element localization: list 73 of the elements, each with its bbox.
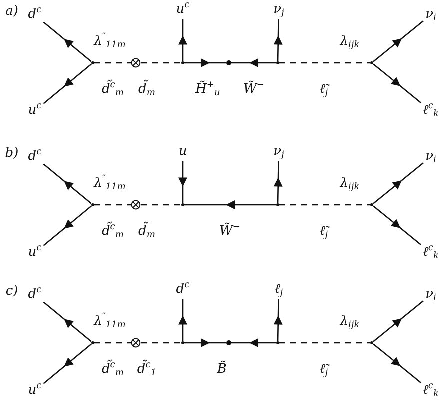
arrow — [184, 338, 226, 348]
particle-label: ℓ$_{j}$ — [272, 281, 286, 299]
coupling-label: λ$_{ijk}$ — [338, 313, 361, 331]
coupling-label: λ$_{ijk}$ — [338, 175, 361, 193]
arrow — [373, 64, 422, 104]
arrow — [178, 19, 188, 62]
crossed-circle — [131, 338, 141, 348]
arrow — [178, 161, 188, 204]
vertex-point — [370, 204, 374, 206]
crossed-circle — [131, 58, 141, 68]
edge-label: ℓ̃$_{j}$ — [318, 81, 330, 99]
vertex-point — [276, 342, 280, 344]
dashed-line — [280, 204, 370, 206]
arrow — [373, 344, 422, 384]
particle-label: u$^{c}$ — [26, 244, 44, 262]
arrow — [274, 298, 283, 342]
panel-label: b) — [4, 145, 20, 163]
particle-label: ν$_{i}$ — [424, 286, 438, 304]
panel-label: c) — [4, 283, 20, 301]
crossed-circle — [131, 200, 141, 210]
particle-label: ν$_{j}$ — [272, 1, 286, 19]
arrow — [43, 22, 92, 62]
vertex-point — [276, 204, 280, 206]
arrow — [232, 58, 276, 68]
arrow — [43, 302, 92, 342]
arrow — [373, 162, 424, 204]
dashed-line — [141, 204, 182, 206]
particle-label: u — [176, 143, 190, 161]
arrow — [274, 160, 283, 204]
vertex-dot — [226, 60, 232, 66]
dashed-line — [94, 62, 131, 64]
particle-label: u$^{c}$ — [174, 1, 192, 19]
arrow — [373, 206, 422, 246]
vertex-point — [182, 342, 184, 344]
arrow — [274, 18, 283, 62]
vertex-dot — [226, 340, 232, 346]
arrow — [373, 300, 424, 342]
arrow — [43, 164, 92, 204]
particle-label: d$^{c}$ — [26, 148, 44, 166]
vertex-point — [182, 204, 184, 206]
particle-label: u$^{c}$ — [26, 382, 44, 400]
vertex-point — [92, 342, 94, 344]
arrow — [178, 299, 188, 342]
arrow — [43, 64, 92, 104]
vertex-point — [92, 62, 94, 64]
particle-label: d$^{c}$ — [26, 286, 44, 304]
particle-label: ν$_{i}$ — [424, 6, 438, 24]
arrow — [43, 206, 92, 246]
particle-label: d$^{c}$ — [174, 281, 192, 299]
arrow — [373, 20, 424, 62]
dashed-line — [94, 204, 131, 206]
edge-label: ℓ̃$_{j}$ — [318, 361, 330, 379]
vertex-point — [182, 62, 184, 64]
dashed-line — [94, 342, 131, 344]
dashed-line — [141, 342, 182, 344]
particle-label: d$^{c}$ — [26, 6, 44, 24]
dashed-line — [141, 62, 182, 64]
particle-label: u$^{c}$ — [26, 102, 44, 120]
arrow — [43, 344, 92, 384]
vertex-point — [370, 62, 374, 64]
dashed-line — [280, 342, 370, 344]
arrow — [232, 338, 276, 348]
dashed-line — [280, 62, 370, 64]
vertex-point — [92, 204, 94, 206]
particle-label: ν$_{i}$ — [424, 148, 438, 166]
edge-label: ℓ̃$_{j}$ — [318, 223, 330, 241]
arrow — [184, 58, 226, 68]
particle-label: ν$_{j}$ — [272, 143, 286, 161]
vertex-point — [370, 342, 374, 344]
vertex-point — [276, 62, 280, 64]
panel-label: a) — [4, 3, 20, 21]
arrow — [184, 200, 276, 210]
coupling-label: λ$_{ijk}$ — [338, 33, 361, 51]
